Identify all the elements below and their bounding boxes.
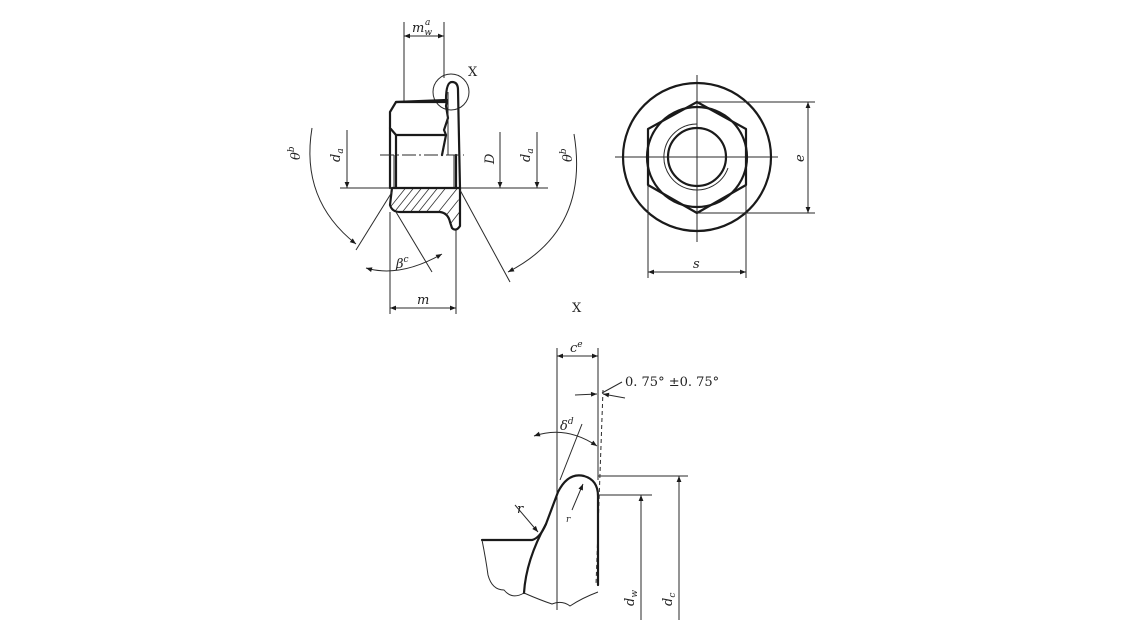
label-dc: dc <box>661 593 678 606</box>
label-detail-marker: X <box>468 65 478 80</box>
label-e: e <box>793 154 808 162</box>
label-beta: βc <box>395 255 409 272</box>
label-r-outer: r <box>517 502 524 517</box>
label-r-inner: r <box>566 515 571 525</box>
flange-outline <box>621 81 773 233</box>
label-delta: δd <box>560 417 574 434</box>
detail-x-circle <box>432 73 470 111</box>
label-theta-left: θb <box>287 146 304 160</box>
label-m: m <box>417 293 429 308</box>
top-view: e s <box>615 75 815 278</box>
detail-title: X <box>572 301 582 316</box>
label-da-right: da <box>519 148 536 162</box>
label-s: s <box>693 257 700 272</box>
label-D: D <box>483 153 498 165</box>
label-c: ce <box>570 340 583 356</box>
detail-x-view: X ce 0. 75° ±0. 75° δd r r dw dc <box>480 301 719 620</box>
label-dw: dw <box>623 590 640 606</box>
label-da-left: da <box>329 148 346 162</box>
side-view: mwa X <box>287 18 578 314</box>
label-angle-tolerance: 0. 75° ±0. 75° <box>625 375 719 390</box>
label-mw: mwa <box>412 18 432 38</box>
label-theta-right: θb <box>559 148 576 162</box>
